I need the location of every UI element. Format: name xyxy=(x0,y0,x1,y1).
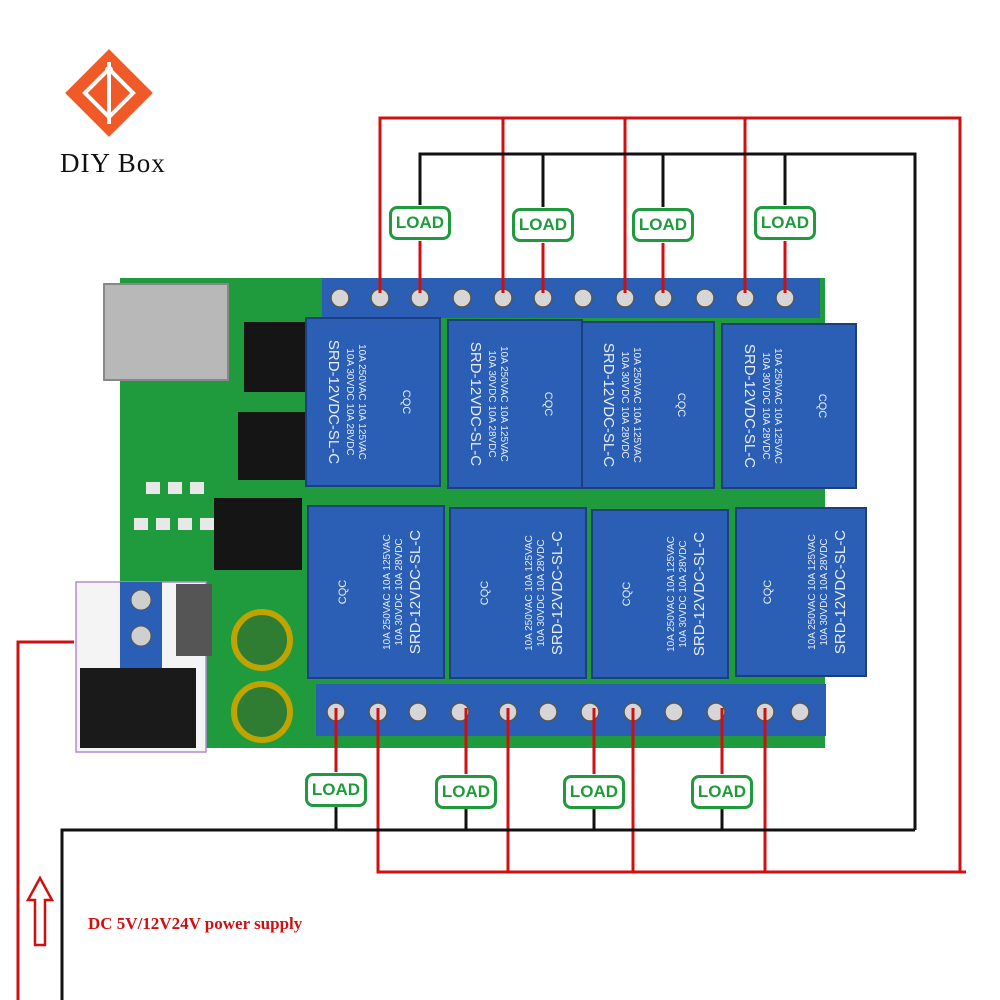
relay-rating-label: 10A 30VDC 10A 28VDC xyxy=(819,538,830,645)
load-box: LOAD xyxy=(389,206,451,240)
regulator xyxy=(176,584,212,656)
relay-rating-label: 10A 250VAC 10A 125VAC xyxy=(772,348,783,464)
relay-rating-label: 10A 250VAC 10A 125VAC xyxy=(807,534,818,650)
capacitor xyxy=(231,681,293,743)
relay-rating-label: 10A 30VDC 10A 28VDC xyxy=(678,540,689,647)
relay-rating-label: 10A 250VAC 10A 125VAC xyxy=(524,535,535,651)
terminal-screw xyxy=(452,288,472,308)
relay-cert-label: CQC xyxy=(675,393,687,418)
relay-model-label: SRD-12VDC-SL-C xyxy=(549,531,566,655)
load-box: LOAD xyxy=(632,208,694,242)
relay-model-label: SRD-12VDC-SL-C xyxy=(600,343,617,467)
relay-cert-label: CQC xyxy=(816,394,828,419)
load-box: LOAD xyxy=(691,775,753,809)
load-box: LOAD xyxy=(563,775,625,809)
dc-jack xyxy=(80,668,196,748)
power-supply-caption: DC 5V/12V24V power supply xyxy=(88,914,303,933)
wiring xyxy=(16,116,966,1000)
relay-model-label: SRD-12VDC-SL-C xyxy=(691,532,708,656)
bottom-terminal-strip xyxy=(316,684,826,736)
load-box: LOAD xyxy=(435,775,497,809)
chip xyxy=(214,498,302,570)
relay-cert-label: CQC xyxy=(337,580,349,605)
relay-rating-label: 10A 250VAC 10A 125VAC xyxy=(631,347,642,463)
relay-model-label: SRD-12VDC-SL-C xyxy=(407,530,424,654)
relay-rating-label: 10A 30VDC 10A 28VDC xyxy=(619,351,630,458)
terminal-screw xyxy=(408,702,428,722)
relay-rating-label: 10A 30VDC 10A 28VDC xyxy=(486,350,497,457)
relay-rating-label: 10A 250VAC 10A 125VAC xyxy=(356,344,367,460)
relay-rating-label: 10A 250VAC 10A 125VAC xyxy=(666,536,677,652)
relay-model-label: SRD-12VDC-SL-C xyxy=(741,344,758,468)
load-box: LOAD xyxy=(512,208,574,242)
terminal-screw xyxy=(573,288,593,308)
relay-cert-label: CQC xyxy=(479,581,491,606)
chip xyxy=(238,412,310,480)
relay-cert-label: CQC xyxy=(762,580,774,605)
chip xyxy=(244,322,306,392)
relay-model-label: SRD-12VDC-SL-C xyxy=(325,340,342,464)
relay-rating-label: 10A 30VDC 10A 28VDC xyxy=(760,352,771,459)
relay-cert-label: CQC xyxy=(542,392,554,417)
terminal-screw xyxy=(538,702,558,722)
capacitor xyxy=(231,609,293,671)
diy-box-logo-icon xyxy=(65,49,153,137)
relay-rating-label: 10A 30VDC 10A 28VDC xyxy=(536,539,547,646)
terminal-screw xyxy=(790,702,810,722)
terminal-screw xyxy=(695,288,715,308)
relay-model-label: SRD-12VDC-SL-C xyxy=(832,530,849,654)
up-arrow-icon xyxy=(25,875,55,947)
load-box: LOAD xyxy=(305,773,367,807)
terminal-screw xyxy=(330,288,350,308)
relay-rating-label: 10A 30VDC 10A 28VDC xyxy=(394,538,405,645)
relay-model-label: SRD-12VDC-SL-C xyxy=(467,342,484,466)
relay-cert-label: CQC xyxy=(400,390,412,415)
terminal-screw xyxy=(580,702,600,722)
load-box: LOAD xyxy=(754,206,816,240)
relay-rating-label: 10A 250VAC 10A 125VAC xyxy=(498,346,509,462)
relay-rating-label: 10A 30VDC 10A 28VDC xyxy=(344,348,355,455)
terminal-screw xyxy=(664,702,684,722)
relay-rating-label: 10A 250VAC 10A 125VAC xyxy=(382,534,393,650)
relay-cert-label: CQC xyxy=(621,582,633,607)
brand-name: DIY Box xyxy=(60,148,166,178)
usb-connector xyxy=(103,283,229,381)
